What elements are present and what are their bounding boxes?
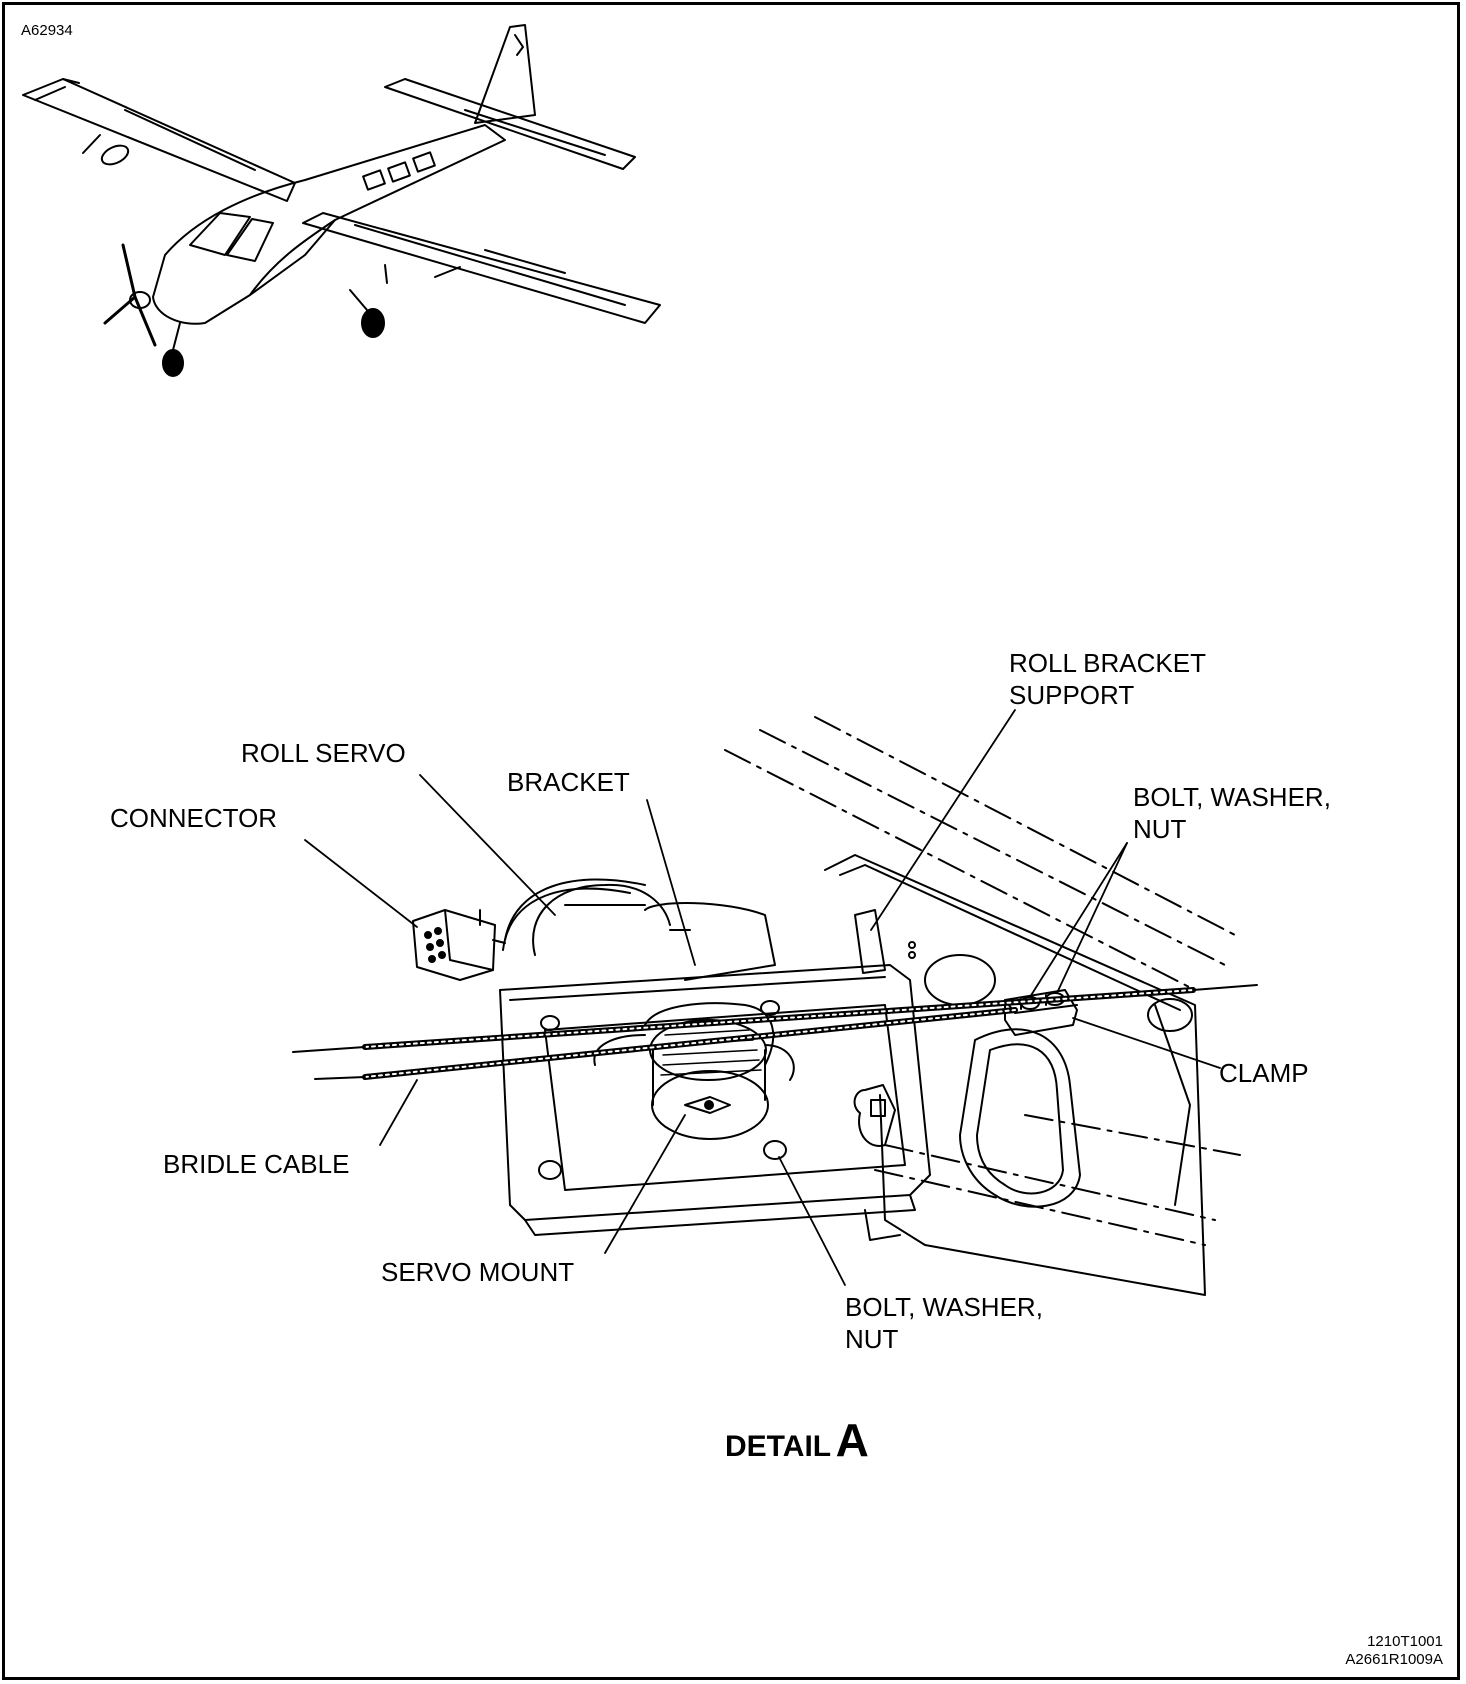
figure-refs: 1210T1001 A2661R1009A [1345, 1633, 1443, 1669]
label-roll-bracket-support: ROLL BRACKET SUPPORT [1009, 647, 1206, 711]
label-servo-mount: SERVO MOUNT [381, 1257, 575, 1287]
detail-a-illustration [412, 716, 1241, 1296]
label-line: ROLL BRACKET [1009, 648, 1206, 678]
label-bracket: BRACKET [507, 767, 630, 797]
leader-lines [304, 709, 1221, 1286]
detail-title: DETAIL A [725, 1417, 869, 1463]
label-bolt-washer-nut-top: BOLT, WASHER, NUT [1133, 781, 1331, 845]
figure-id: A62934 [21, 22, 73, 39]
label-line: SUPPORT [1009, 680, 1135, 710]
label-line: BOLT, WASHER, [845, 1292, 1043, 1322]
label-bolt-washer-nut-bottom: BOLT, WASHER, NUT [845, 1291, 1043, 1355]
label-line: BOLT, WASHER, [1133, 782, 1331, 812]
label-line: NUT [845, 1324, 899, 1354]
aircraft-illustration [22, 24, 661, 377]
illustration [22, 24, 1258, 1296]
label-clamp: CLAMP [1219, 1058, 1309, 1088]
detail-title-word: DETAIL [725, 1430, 832, 1463]
bridle-cables [292, 984, 1258, 1080]
label-line: NUT [1133, 814, 1187, 844]
ref-line: A2661R1009A [1345, 1651, 1443, 1668]
label-bridle-cable: BRIDLE CABLE [163, 1149, 350, 1179]
label-roll-servo: ROLL SERVO [241, 738, 406, 768]
connector-plug [412, 909, 506, 981]
ref-line: 1210T1001 [1367, 1633, 1443, 1650]
detail-title-letter: A [835, 1414, 869, 1466]
label-connector: CONNECTOR [110, 803, 278, 833]
